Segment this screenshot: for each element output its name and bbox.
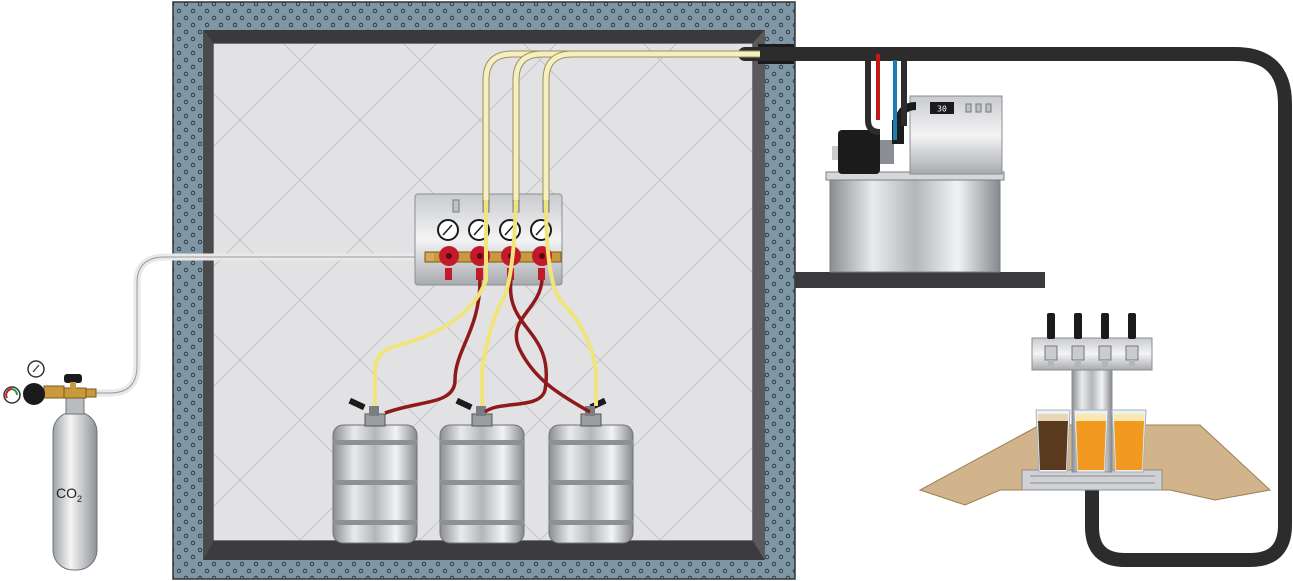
- cooler-floor: [203, 541, 765, 560]
- co2-supply: CO2: [3, 253, 430, 571]
- chiller-pump-motor: [838, 130, 880, 174]
- beer-faucet: [1125, 313, 1139, 368]
- cooler-right-inner-wall: [753, 30, 765, 560]
- co2-regulator-outlet: [85, 388, 97, 398]
- chiller-switch-3: [985, 103, 992, 113]
- beer-foam: [1114, 414, 1144, 421]
- beer-foam: [1076, 414, 1106, 421]
- chiller-pump-coupling: [880, 140, 894, 164]
- beer-faucet: [1098, 313, 1112, 368]
- co2-regulator-knob: [23, 383, 45, 405]
- co2-valve-stem: [70, 382, 76, 389]
- keg: [439, 397, 525, 544]
- beer-glass: [1111, 409, 1147, 473]
- gas-manifold-bar: [424, 251, 562, 263]
- keg: [332, 397, 418, 544]
- beer-lines-to-trunk: [482, 50, 760, 200]
- cooler-left-inner-wall: [203, 30, 213, 560]
- beer-foam: [1038, 414, 1068, 421]
- gas-inlet-fitting: [426, 253, 434, 261]
- beer-faucet: [1044, 313, 1058, 368]
- chiller-switch-2: [975, 103, 982, 113]
- beer-liquid: [1114, 420, 1144, 470]
- co2-valve-handwheel: [64, 374, 82, 383]
- secondary-regulator-panel: [414, 193, 563, 286]
- gas-lines-to-kegs: [384, 279, 591, 415]
- beer-liquid: [1076, 420, 1106, 470]
- keg: [548, 397, 634, 544]
- beer-glasses: [1035, 409, 1147, 473]
- co2-regulator-body: [43, 385, 65, 399]
- drip-tray: [1021, 469, 1163, 491]
- beer-glass: [1035, 409, 1071, 473]
- chiller-display: [930, 102, 954, 114]
- co2-cylinder-label: CO2: [56, 485, 82, 504]
- cooler-ceiling: [203, 30, 765, 43]
- glycol-chiller: 30: [795, 54, 1045, 288]
- co2-cylinder-neck: [65, 397, 85, 415]
- beer-glass: [1073, 409, 1109, 473]
- chiller-shelf: [795, 272, 1045, 288]
- glycol-supply-hose: [865, 60, 881, 135]
- beer-liquid: [1038, 420, 1068, 470]
- chiller-switch-1: [965, 103, 972, 113]
- regulator-unit: [437, 199, 460, 266]
- beer-lines-from-kegs: [373, 199, 598, 406]
- chiller-reservoir: [829, 177, 1001, 273]
- beer-faucet: [1071, 313, 1085, 368]
- glycol-trunk-line: [738, 47, 1292, 567]
- chiller-temperature-readout: 30: [937, 105, 947, 114]
- co2-valve-body: [61, 387, 87, 399]
- chiller-motor-cap: [832, 146, 838, 160]
